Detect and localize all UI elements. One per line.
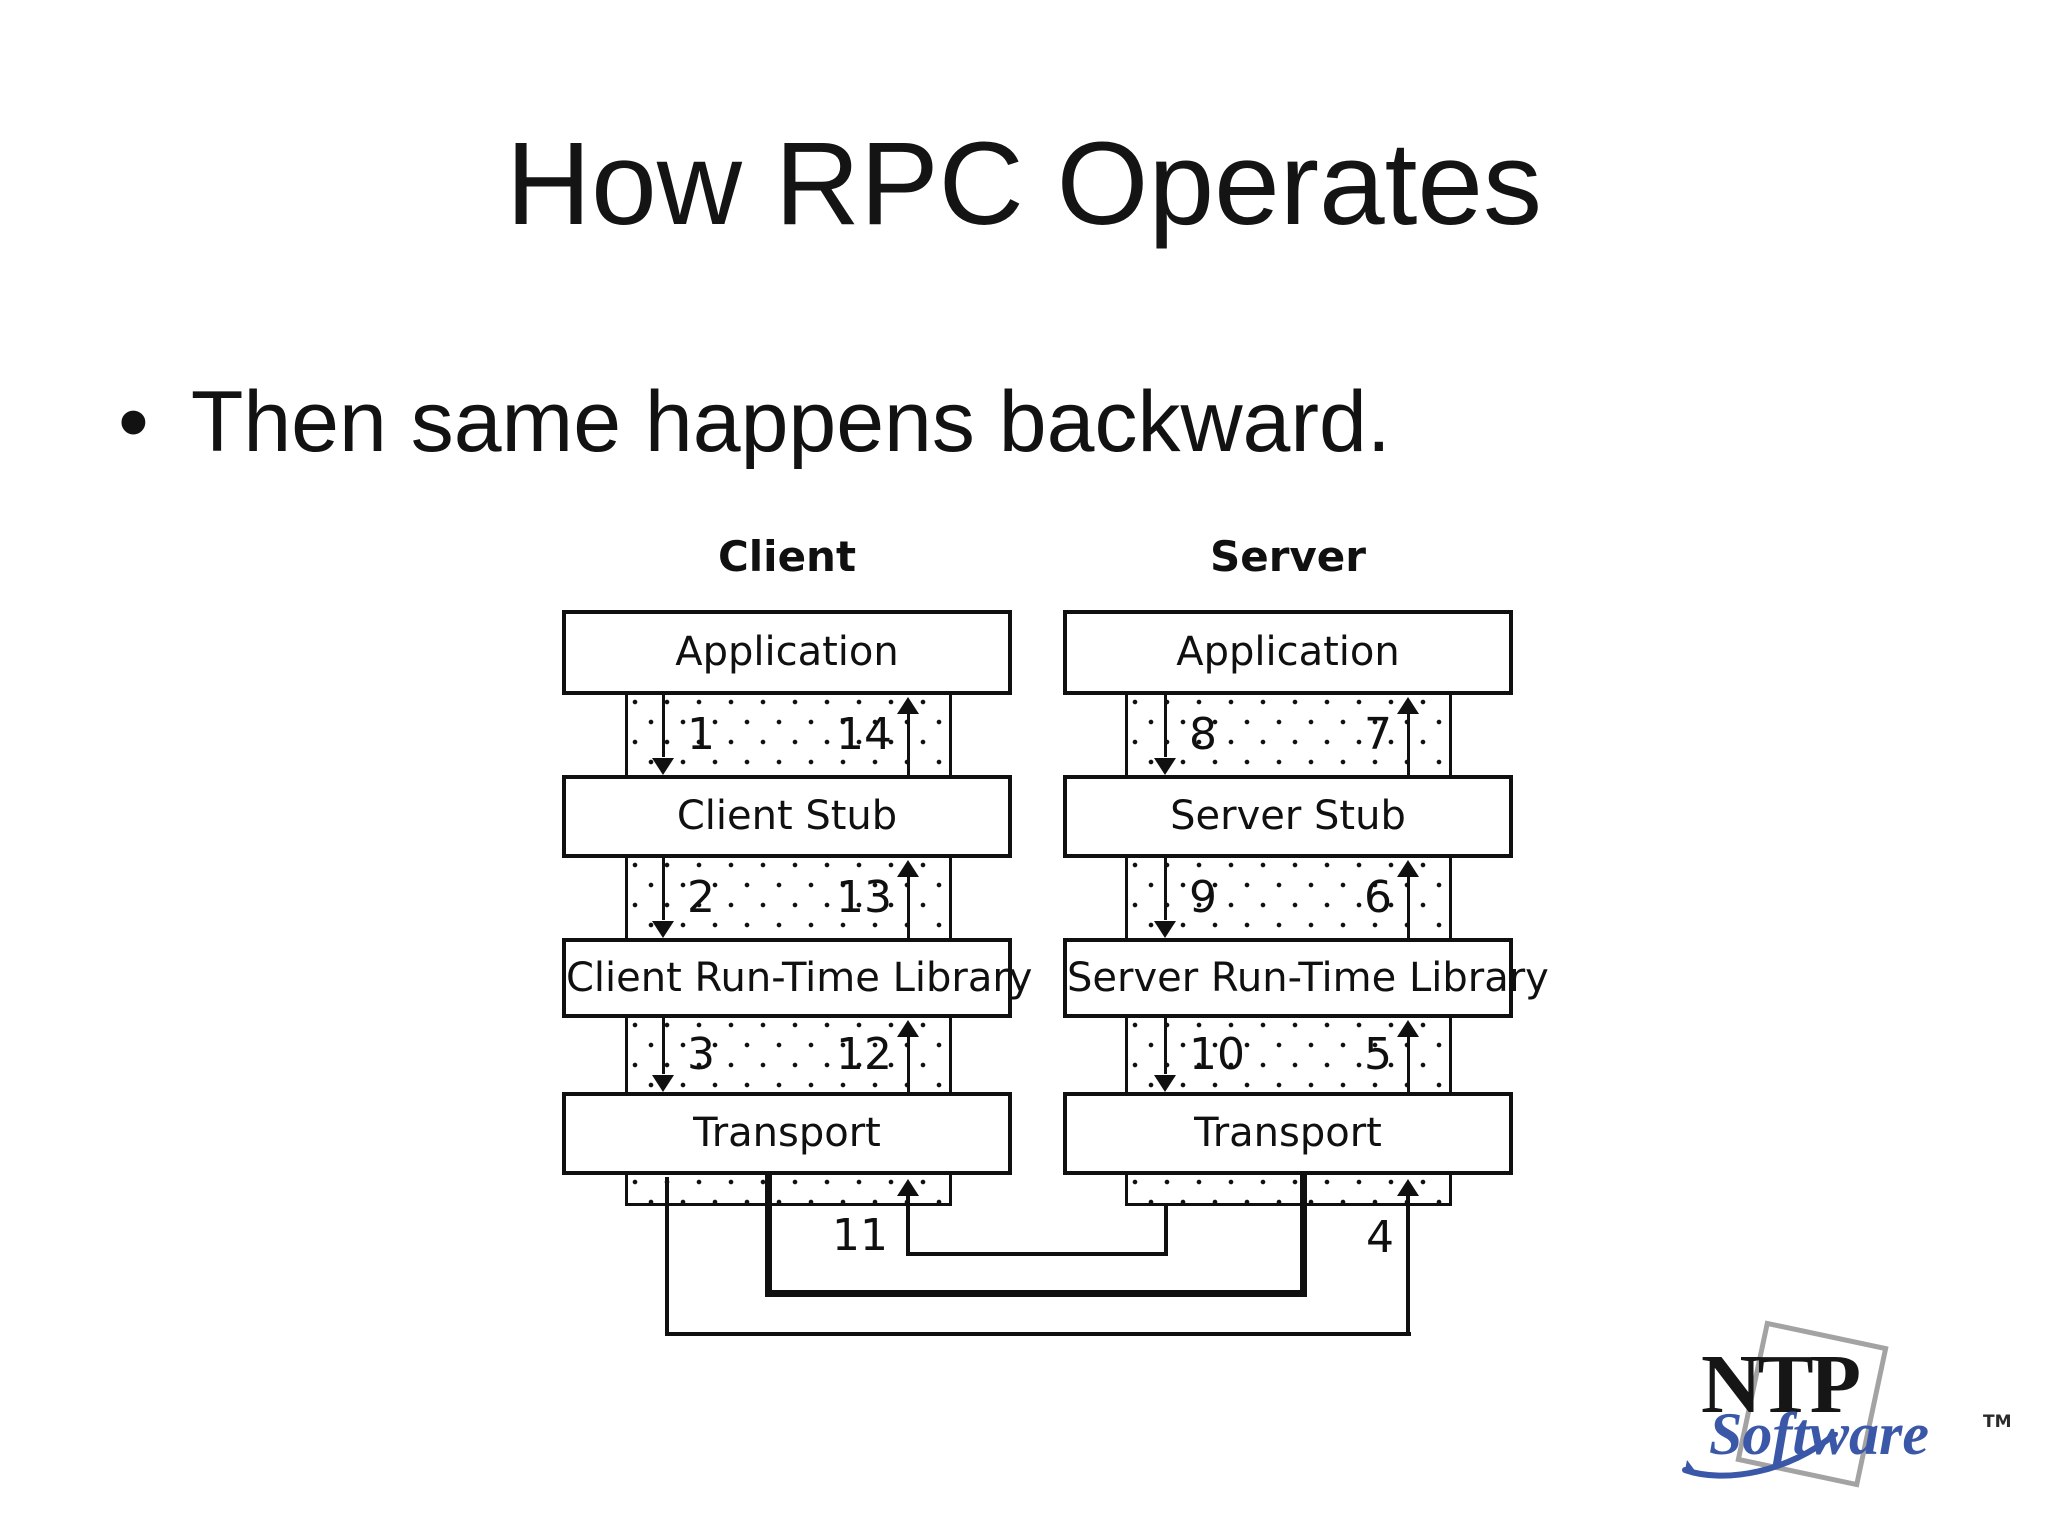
arrow-down-icon: [1154, 921, 1176, 938]
arrow-up-icon: [897, 860, 919, 877]
client-column-header: Client: [717, 532, 857, 581]
client-step2-flow-line: [662, 858, 665, 920]
logo-text-ntp: NTP: [1701, 1338, 1861, 1431]
client-layer-runtime-library: Client Run-Time Library: [562, 938, 1032, 1018]
network-link-server-segment: [1300, 1171, 1307, 1297]
client-layer-application: Application: [562, 610, 1012, 695]
server-layer-runtime-library: Server Run-Time Library: [1063, 938, 1549, 1018]
arrow-down-icon: [652, 1075, 674, 1092]
ntp-software-logo: NTP Software TM: [1682, 1320, 2035, 1500]
arrow-down-icon: [1154, 1075, 1176, 1092]
response-path-server-drop: [1164, 1206, 1168, 1256]
step-9-number: 9: [1189, 872, 1217, 923]
arrow-up-icon: [897, 1020, 919, 1037]
client-strip-2: [625, 858, 952, 938]
server-step6-flow-line: [1407, 877, 1410, 938]
bullet-text: Then same happens backward.: [190, 374, 1391, 470]
step-5-number: 5: [1364, 1029, 1392, 1080]
logo-trademark: TM: [1983, 1412, 2012, 1432]
server-step10-flow-line: [1164, 1018, 1167, 1074]
arrow-down-icon: [652, 921, 674, 938]
server-step5-flow-line: [1407, 1037, 1410, 1092]
step-7-number: 7: [1364, 709, 1392, 760]
arrow-down-icon: [1154, 758, 1176, 775]
arrow-up-icon: [1397, 697, 1419, 714]
server-step9-flow-line: [1164, 858, 1167, 920]
client-step1-flow-line: [662, 695, 665, 757]
arrow-up-icon: [1397, 860, 1419, 877]
server-strip-3: [1125, 1018, 1452, 1092]
step-1-number: 1: [687, 709, 715, 760]
step-10-number: 10: [1189, 1029, 1245, 1080]
client-layer-transport: Transport: [562, 1092, 1012, 1175]
response-path-horizontal: [907, 1252, 1168, 1256]
response-path-client-rise: [906, 1194, 910, 1256]
page-title: How RPC Operates: [505, 118, 1543, 250]
logo-text-software: Software: [1709, 1401, 1930, 1467]
client-layer-stub: Client Stub: [562, 775, 1012, 858]
server-layer-application: Application: [1063, 610, 1513, 695]
arrow-up-icon: [1397, 1020, 1419, 1037]
step-14-number: 14: [836, 709, 892, 760]
client-step12-flow-line: [907, 1037, 910, 1092]
network-link-client-segment: [765, 1171, 772, 1297]
bullet-item: • Then same happens backward.: [118, 372, 1391, 472]
step-12-number: 12: [836, 1029, 892, 1080]
arrow-up-icon: [897, 697, 919, 714]
arrow-down-icon: [652, 758, 674, 775]
step-6-number: 6: [1364, 872, 1392, 923]
server-layer-stub: Server Stub: [1063, 775, 1513, 858]
step-4-number: 4: [1366, 1212, 1394, 1263]
bullet-icon: •: [118, 372, 149, 471]
client-strip-1: [625, 695, 952, 775]
server-layer-transport: Transport: [1063, 1092, 1513, 1175]
server-step8-flow-line: [1164, 695, 1167, 757]
server-column-header: Server: [1209, 532, 1367, 581]
server-strip-1: [1125, 695, 1452, 775]
arrow-up-icon: [897, 1179, 919, 1196]
network-link-horizontal: [765, 1290, 1307, 1297]
client-strip-3: [625, 1018, 952, 1092]
client-step13-flow-line: [907, 877, 910, 938]
request-path-horizontal: [665, 1332, 1411, 1336]
request-path-client-drop: [665, 1177, 669, 1336]
client-step3-flow-line: [662, 1018, 665, 1074]
client-strip-4: [625, 1175, 952, 1206]
step-3-number: 3: [687, 1029, 715, 1080]
step-2-number: 2: [687, 872, 715, 923]
server-strip-4: [1125, 1175, 1452, 1206]
logo-swash-icon: [1682, 1432, 1838, 1479]
step-8-number: 8: [1189, 709, 1217, 760]
arrow-up-icon: [1397, 1179, 1419, 1196]
server-step7-flow-line: [1407, 714, 1410, 775]
server-strip-2: [1125, 858, 1452, 938]
request-path-server-rise: [1406, 1194, 1410, 1336]
step-13-number: 13: [836, 872, 892, 923]
step-11-number: 11: [832, 1210, 888, 1261]
client-step14-flow-line: [907, 714, 910, 775]
